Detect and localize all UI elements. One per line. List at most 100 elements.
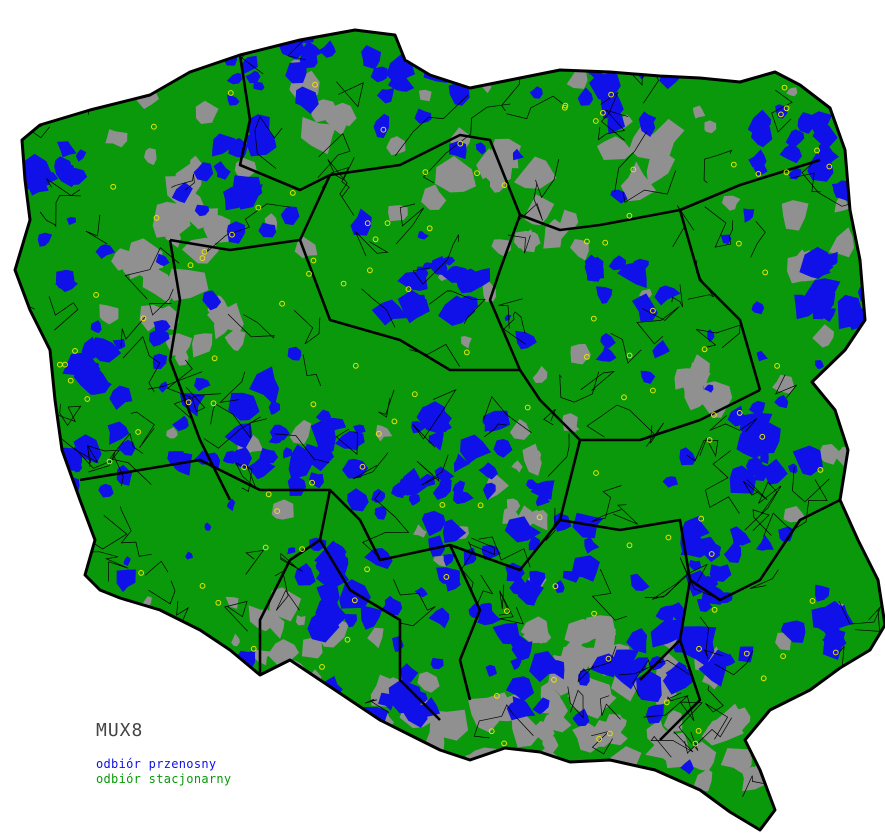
no-coverage-patch xyxy=(684,741,717,772)
transmitter-marker xyxy=(135,429,142,435)
transmitter-marker xyxy=(199,255,206,262)
portable-coverage-patch xyxy=(504,314,512,322)
no-coverage-patch xyxy=(828,227,855,258)
municipality-border xyxy=(763,479,828,538)
transmitter-marker xyxy=(695,728,702,734)
transmitter-marker xyxy=(364,566,371,573)
portable-coverage-patch xyxy=(698,649,729,687)
municipality-border xyxy=(245,712,288,732)
voivodeship-border xyxy=(238,54,331,192)
portable-coverage-patch xyxy=(818,307,836,322)
transmitter-marker xyxy=(312,81,318,88)
municipality-border xyxy=(684,717,733,754)
municipality-border xyxy=(171,173,195,191)
portable-coverage-patch xyxy=(322,796,331,808)
transmitter-marker xyxy=(591,610,597,617)
municipality-border xyxy=(148,288,174,316)
portable-coverage-patch xyxy=(779,143,802,164)
no-coverage-patch xyxy=(562,780,583,804)
no-coverage-patch xyxy=(721,195,741,211)
portable-coverage-patch xyxy=(755,535,774,551)
portable-coverage-patch xyxy=(416,294,426,304)
portable-coverage-patch xyxy=(806,249,828,273)
municipality-border xyxy=(96,791,121,812)
portable-coverage-patch xyxy=(357,706,389,731)
municipality-border xyxy=(224,600,248,632)
portable-coverage-patch xyxy=(293,3,306,23)
portable-coverage-patch xyxy=(123,556,131,566)
portable-coverage-patch xyxy=(511,635,530,658)
voivodeship-border xyxy=(689,498,841,602)
no-coverage-patch xyxy=(509,419,531,440)
voivodeship-border xyxy=(448,544,482,701)
transmitter-marker xyxy=(649,790,656,796)
portable-coverage-patch xyxy=(414,108,432,124)
portable-coverage-patch xyxy=(517,579,544,606)
municipality-border xyxy=(416,454,449,486)
no-coverage-patch xyxy=(567,420,580,431)
municipality-border xyxy=(506,95,567,120)
municipality-border xyxy=(752,509,772,536)
portable-coverage-patch xyxy=(631,258,649,272)
portable-coverage-patch xyxy=(55,276,78,293)
portable-coverage-patch xyxy=(504,516,541,543)
portable-coverage-patch xyxy=(607,37,625,56)
no-coverage-patch xyxy=(142,596,152,606)
no-coverage-patch xyxy=(454,170,471,187)
portable-coverage-patch xyxy=(763,458,788,485)
portable-coverage-patch xyxy=(212,133,236,157)
no-coverage-patch xyxy=(707,703,745,739)
municipality-border xyxy=(547,433,570,477)
no-coverage-patch xyxy=(563,766,598,805)
portable-coverage-patch xyxy=(600,333,616,349)
municipality-border xyxy=(535,159,560,199)
portable-coverage-patch xyxy=(446,575,461,592)
transmitter-marker xyxy=(844,481,850,488)
portable-coverage-patch xyxy=(54,156,73,172)
municipality-border xyxy=(484,423,507,438)
municipality-border xyxy=(429,40,475,66)
portable-coverage-patch xyxy=(478,462,498,480)
municipality-border xyxy=(586,404,655,438)
portable-coverage-patch xyxy=(245,70,261,84)
no-coverage-patch xyxy=(781,200,809,231)
municipality-border xyxy=(774,374,797,399)
municipality-border xyxy=(302,354,322,387)
no-coverage-patch xyxy=(488,138,522,169)
voivodeship-border xyxy=(329,133,522,216)
portable-coverage-patch xyxy=(562,570,580,583)
municipality-border xyxy=(124,247,180,300)
portable-coverage-patch xyxy=(659,634,669,644)
portable-coverage-patch xyxy=(415,691,428,706)
transmitter-marker xyxy=(319,664,325,670)
portable-coverage-patch xyxy=(148,682,158,691)
no-coverage-patch xyxy=(620,161,657,202)
portable-coverage-patch xyxy=(792,445,823,476)
municipality-border xyxy=(205,203,291,254)
portable-coverage-patch xyxy=(320,773,328,782)
portable-coverage-patch xyxy=(640,114,657,128)
no-coverage-patch xyxy=(99,304,119,325)
transmitter-marker xyxy=(340,280,347,287)
municipality-border xyxy=(120,506,152,557)
transmitter-marker xyxy=(760,675,767,682)
portable-coverage-patch xyxy=(769,49,785,64)
municipality-border xyxy=(644,557,720,600)
portable-coverage-patch xyxy=(680,759,694,775)
portable-coverage-patch xyxy=(529,86,543,99)
municipality-border xyxy=(704,450,740,514)
portable-coverage-patch xyxy=(268,400,281,415)
municipality-border xyxy=(835,746,872,768)
voivodeship-border xyxy=(168,239,232,501)
municipality-border xyxy=(709,415,758,432)
portable-coverage-patch xyxy=(515,330,537,350)
portable-coverage-patch xyxy=(193,377,211,392)
municipality-border xyxy=(69,48,93,115)
portable-coverage-patch xyxy=(361,45,382,70)
portable-coverage-patch xyxy=(652,340,670,359)
transmitter-marker xyxy=(488,728,495,735)
portable-coverage-patch xyxy=(631,293,658,322)
transmitter-marker xyxy=(229,231,235,238)
no-coverage-patch xyxy=(764,735,784,763)
portable-coverage-patch xyxy=(350,208,372,236)
